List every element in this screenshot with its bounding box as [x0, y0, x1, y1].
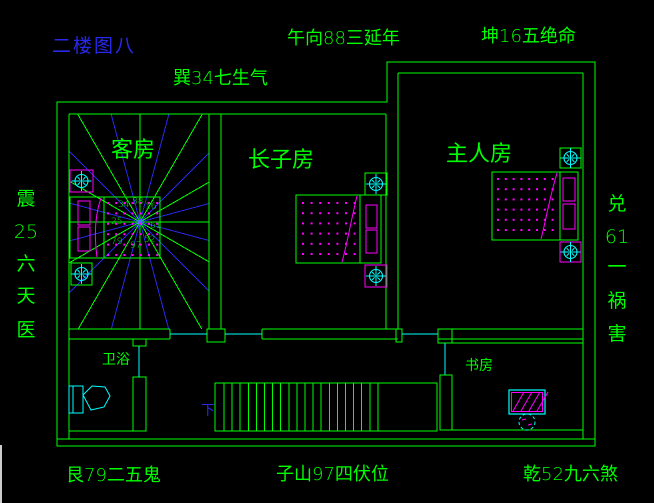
compass-rays: [69, 114, 209, 329]
svg-text:52: 52: [144, 235, 155, 245]
svg-text:61: 61: [150, 221, 161, 231]
marker-boxes: [69, 147, 582, 288]
bathroom-door-jamb: [132, 338, 147, 347]
label-kun-sw: 坤16五绝命: [481, 26, 576, 47]
walls: [56, 61, 596, 447]
room-label-eldest-son: 长子房: [248, 148, 314, 173]
outer-wall: [56, 61, 596, 447]
label-zhen-east: 震 25 六 天 医: [14, 188, 38, 341]
svg-text:16: 16: [145, 202, 156, 212]
room-label-bathroom: 卫浴: [102, 352, 130, 368]
room-label-guest: 客房: [111, 138, 155, 163]
label-wu-south: 午向88三延年: [287, 28, 400, 49]
label-dui-west: 兑 61 一 祸 害: [605, 193, 629, 345]
study-wall-pier: [439, 374, 453, 431]
svg-text:34: 34: [118, 200, 129, 210]
desk-icon: [508, 389, 549, 415]
pillow: [365, 204, 378, 229]
svg-text:震: 震: [16, 188, 35, 210]
toilet-icon: [68, 385, 111, 414]
svg-text:88: 88: [132, 197, 143, 207]
svg-text:79: 79: [111, 237, 122, 247]
pillow: [365, 229, 378, 254]
blanket-fold: [341, 195, 358, 263]
stair-treads: [223, 383, 379, 431]
svg-text:害: 害: [607, 323, 626, 345]
blanket-fold: [94, 197, 102, 258]
study-door-jamb: [437, 328, 453, 344]
pillow: [562, 203, 576, 230]
label-xun-se: 巽34七生气: [173, 68, 268, 89]
svg-text:一: 一: [607, 256, 626, 278]
drawing-title: 二楼图八: [52, 35, 136, 57]
pillow: [77, 200, 91, 226]
room-label-master: 主人房: [446, 142, 512, 167]
svg-text:兑: 兑: [607, 193, 626, 215]
stairs-down-label: 下: [201, 403, 215, 419]
svg-text:97: 97: [130, 241, 141, 251]
svg-text:祸: 祸: [607, 290, 626, 312]
svg-text:61: 61: [605, 226, 629, 248]
screen-edge-artifact: [0, 445, 2, 503]
svg-text:天: 天: [16, 285, 35, 307]
svg-text:25: 25: [111, 217, 122, 227]
room-label-study: 书房: [465, 358, 493, 374]
stool-icon: [518, 413, 536, 431]
label-qian-nw: 乾52九六煞: [523, 464, 618, 485]
blanket-fold: [540, 172, 558, 240]
master-bed: [491, 171, 579, 241]
doors: [138, 333, 446, 377]
guest-bed: [69, 196, 161, 259]
survey-target-icons: [71, 148, 581, 286]
svg-text:六: 六: [16, 253, 35, 275]
bathroom-wall-pier: [132, 376, 147, 432]
pillow: [562, 177, 576, 202]
stairs: [214, 382, 438, 432]
luoshu-grid: 34 88 16 25 61 79 97 52: [111, 197, 161, 251]
label-zi-north: 子山97四伏位: [276, 464, 389, 485]
label-gen-ne: 艮79二五鬼: [66, 465, 161, 486]
svg-text:医: 医: [16, 319, 35, 341]
pillow: [77, 226, 91, 252]
svg-text:25: 25: [14, 221, 38, 243]
eldest-son-bed: [295, 194, 382, 264]
